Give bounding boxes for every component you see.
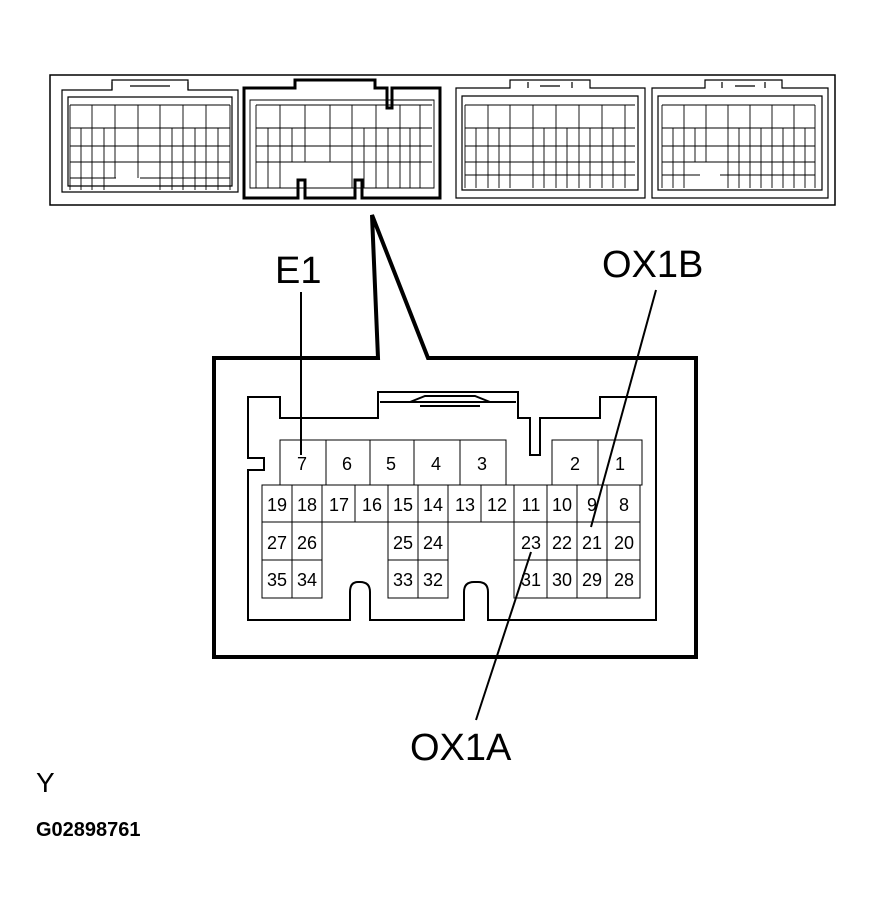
connector-latch — [380, 395, 516, 407]
overview-grid-4 — [661, 104, 816, 188]
pin-26: 26 — [297, 533, 317, 553]
pin-7: 7 — [297, 454, 307, 474]
pin-labels: 7 6 5 4 3 2 1 19 18 17 16 15 14 13 12 11… — [267, 454, 634, 590]
overview-grid-2 — [249, 99, 435, 189]
footer-code: Y — [36, 767, 55, 798]
pin-grid — [261, 439, 643, 599]
pin-18: 18 — [297, 495, 317, 515]
pin-6: 6 — [342, 454, 352, 474]
pin-1: 1 — [615, 454, 625, 474]
pin-12: 12 — [487, 495, 507, 515]
zoom-callout-frame — [212, 214, 698, 659]
overview-grid-3 — [464, 104, 635, 188]
pin-25: 25 — [393, 533, 413, 553]
leader-lines — [300, 289, 657, 721]
pin-4: 4 — [431, 454, 441, 474]
callout-ox1a: OX1A — [410, 727, 512, 769]
pin-17: 17 — [329, 495, 349, 515]
callout-e1: E1 — [275, 250, 321, 292]
pin-34: 34 — [297, 570, 317, 590]
pin-30: 30 — [552, 570, 572, 590]
pin-33: 33 — [393, 570, 413, 590]
overview-connector-1 — [61, 79, 239, 193]
pin-11: 11 — [522, 495, 541, 515]
callout-ox1b: OX1B — [602, 244, 703, 286]
ecu-overview — [49, 74, 836, 206]
pin-32: 32 — [423, 570, 443, 590]
pin-2: 2 — [570, 454, 580, 474]
pin-19: 19 — [267, 495, 287, 515]
pin-35: 35 — [267, 570, 287, 590]
pin-3: 3 — [477, 454, 487, 474]
pin-20: 20 — [614, 533, 634, 553]
leader-ox1a — [475, 551, 532, 721]
pin-5: 5 — [386, 454, 396, 474]
overview-connector-3 — [455, 79, 646, 199]
pin-28: 28 — [614, 570, 634, 590]
pin-23: 23 — [521, 533, 541, 553]
pin-10: 10 — [552, 495, 572, 515]
pin-27: 27 — [267, 533, 287, 553]
overview-connector-4 — [651, 79, 829, 199]
figure-id: G02898761 — [36, 819, 141, 841]
pin-29: 29 — [582, 570, 602, 590]
pin-31: 31 — [521, 570, 541, 590]
pin-15: 15 — [393, 495, 413, 515]
pin-8: 8 — [619, 495, 629, 515]
enlarged-connector — [247, 391, 657, 621]
pin-24: 24 — [423, 533, 443, 553]
pin-21: 21 — [582, 533, 602, 553]
overview-connector-2-highlighted — [242, 78, 442, 200]
pin-9: 9 — [587, 495, 597, 515]
pin-16: 16 — [362, 495, 382, 515]
ecu-housing — [49, 74, 836, 206]
pin-22: 22 — [552, 533, 572, 553]
leader-ox1b — [590, 289, 657, 528]
overview-grid-1 — [69, 104, 231, 190]
pin-13: 13 — [455, 495, 475, 515]
connector-outline — [247, 391, 657, 621]
pin-14: 14 — [423, 495, 443, 515]
